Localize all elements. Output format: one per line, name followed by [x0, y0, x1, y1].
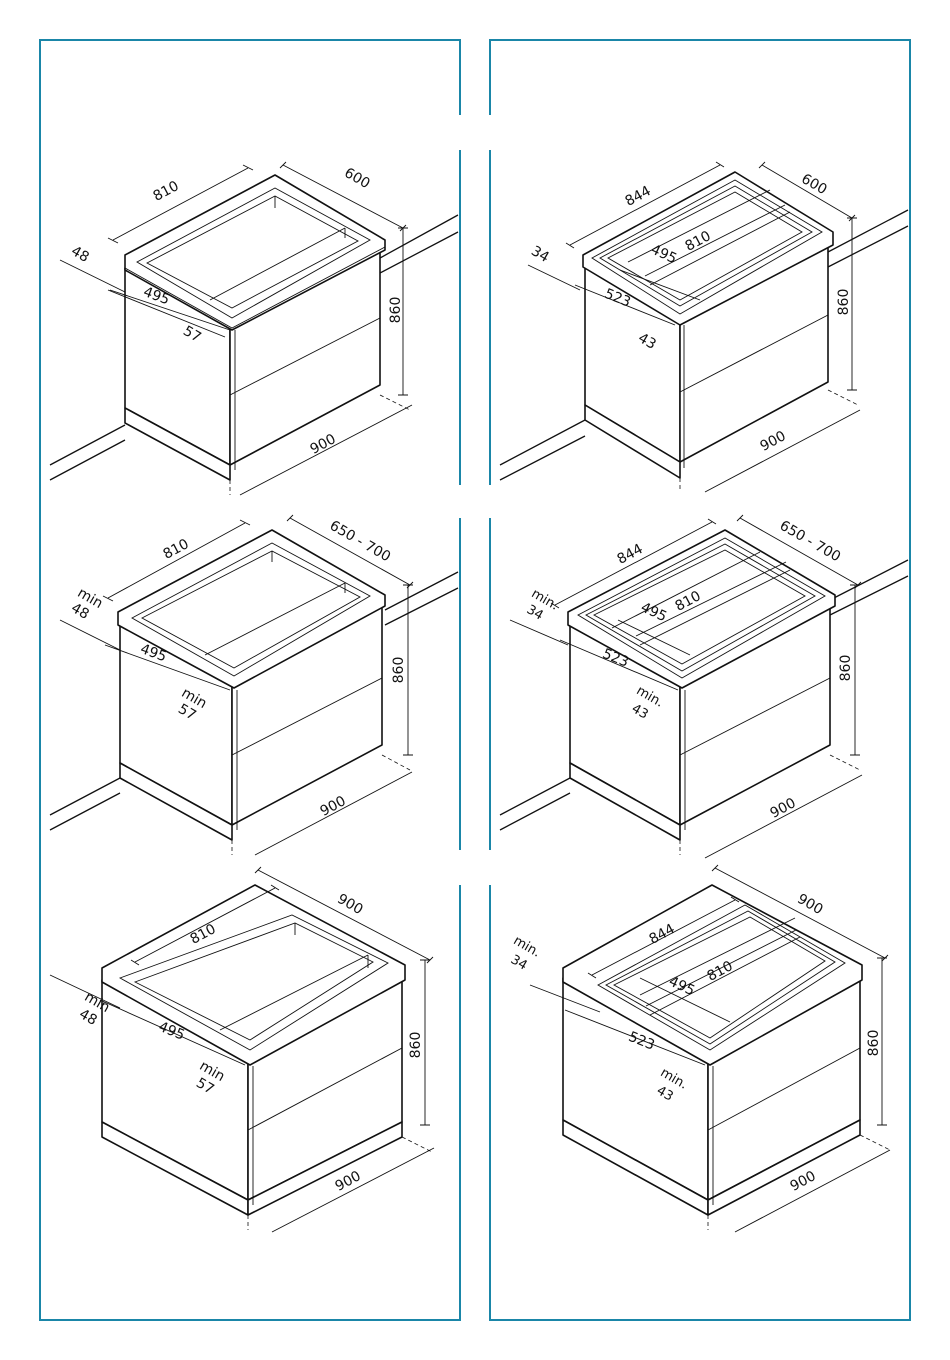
dim-width: 810: [161, 536, 192, 563]
dim-total: 900: [318, 793, 349, 820]
dim-side: 48: [68, 243, 91, 266]
dim-depth: 900: [794, 891, 825, 918]
dim-side: 34: [528, 243, 552, 266]
dim-width: 844: [615, 541, 646, 568]
dim-total: 900: [333, 1168, 364, 1195]
dim-total: 900: [768, 795, 799, 822]
dim-depth: 900: [334, 891, 365, 918]
dim-depth: 600: [341, 165, 372, 192]
cabinet-body: [118, 530, 385, 840]
dim-height: 860: [866, 1030, 882, 1057]
dim-depth: 650 - 700: [327, 518, 393, 566]
dim-height: 860: [836, 289, 852, 316]
cabinet-body: [125, 175, 385, 480]
dim-width: 810: [151, 178, 182, 205]
panel-left-bottom: 810 900 min 48 495 min 57 860 900: [50, 867, 434, 1232]
dim-total: 900: [758, 428, 789, 455]
dim-height: 860: [391, 657, 407, 684]
dim-height: 860: [388, 297, 404, 324]
panel-left-middle: 810 650 - 700 min 48 495 min 57 860 900: [50, 515, 458, 855]
dim-height: 860: [408, 1032, 424, 1059]
dim-side: 34: [508, 952, 530, 973]
panel-left-top: 810 600 48 495 57 860 900: [50, 162, 458, 495]
dim-total: 900: [788, 1168, 819, 1195]
panel-right-middle: 844 650 - 700 810 min. 34 495 523 min. 4…: [500, 515, 908, 858]
panel-right-top: 844 600 810 34 495 523 43 860 900: [500, 162, 908, 492]
cabinet-body: [102, 885, 405, 1215]
dim-width: 844: [623, 183, 654, 210]
dim-depth: 600: [798, 171, 829, 198]
panel-right-bottom: 844 900 810 min. 34 495 523 min. 43 860 …: [508, 865, 890, 1232]
dim-height: 860: [838, 655, 854, 682]
cabinet-body: [563, 885, 862, 1215]
dim-total: 900: [308, 431, 339, 458]
